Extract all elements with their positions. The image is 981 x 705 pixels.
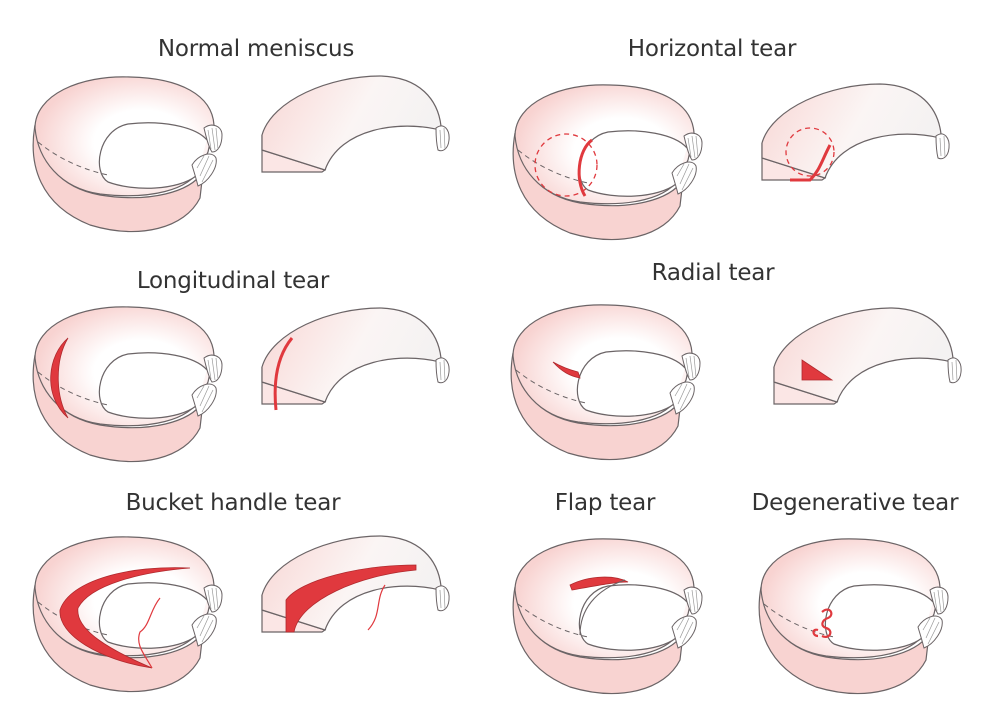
label-horizontal-tear: Horizontal tear — [627, 36, 797, 62]
horizontal-tear-line-full — [577, 138, 593, 197]
horizontal-tear-half — [761, 83, 950, 181]
label-bucket-handle-tear: Bucket handle tear — [125, 490, 341, 516]
longitudinal-tear-mark-half — [273, 337, 294, 411]
label-flap-tear: Flap tear — [554, 490, 656, 516]
horizontal-tear-mark-half — [785, 127, 835, 177]
radial-tear-mark-half — [801, 359, 834, 381]
bucket-handle-tear-mark-half — [285, 564, 417, 633]
degenerative-tear-mark — [812, 608, 833, 638]
degenerative-tear-full — [758, 538, 949, 695]
longitudinal-tear-mark-full — [50, 337, 69, 419]
radial-tear-full — [510, 304, 701, 461]
radial-tear-half — [773, 307, 962, 405]
flap-tear-edge — [579, 579, 626, 636]
longitudinal-tear-half — [261, 307, 450, 405]
horizontal-tear-mark-full — [534, 133, 598, 197]
bucket-handle-tear-edge-half — [367, 584, 386, 631]
horizontal-tear-line-half — [790, 144, 832, 182]
label-radial-tear: Radial tear — [651, 260, 775, 286]
label-degenerative-tear: Degenerative tear — [751, 490, 959, 516]
label-longitudinal-tear: Longitudinal tear — [136, 268, 330, 294]
horizontal-tear-full — [512, 84, 703, 241]
flap-tear-mark — [569, 576, 629, 591]
normal-meniscus-full — [32, 76, 223, 233]
label-normal-meniscus: Normal meniscus — [157, 36, 355, 62]
longitudinal-tear-full — [32, 306, 223, 463]
bucket-handle-tear-edge-full — [138, 597, 161, 669]
flap-tear-full — [512, 538, 703, 695]
normal-meniscus-half — [261, 75, 450, 173]
radial-tear-mark-full — [552, 361, 581, 379]
